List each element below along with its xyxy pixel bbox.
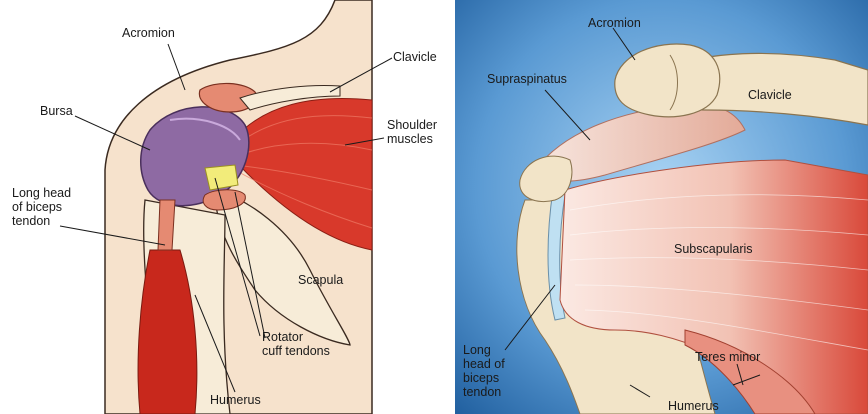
right-illustration (455, 0, 868, 414)
biceps-tendon-shape (158, 200, 175, 250)
label-long-head-biceps-right: Long head of biceps tendon (463, 343, 505, 399)
label-scapula-left: Scapula (298, 273, 343, 287)
rotator-cuff-shape (205, 165, 238, 190)
label-supraspinatus-right: Supraspinatus (487, 72, 567, 86)
right-diagram-panel: Acromion Supraspinatus Clavicle Subscapu… (455, 0, 868, 414)
label-long-head-biceps-left: Long head of biceps tendon (12, 186, 71, 228)
label-subscapularis-right: Subscapularis (674, 242, 753, 256)
label-acromion-left: Acromion (122, 26, 175, 40)
label-rotator-cuff-left: Rotator cuff tendons (262, 330, 330, 358)
label-bursa-left: Bursa (40, 104, 73, 118)
label-clavicle-right: Clavicle (748, 88, 792, 102)
label-teres-minor-right: Teres minor (695, 350, 760, 364)
label-humerus-left: Humerus (210, 393, 261, 407)
label-humerus-right: Humerus (668, 399, 719, 413)
left-diagram-panel: Acromion Clavicle Bursa Shoulder muscles… (0, 0, 450, 414)
label-shoulder-muscles-left: Shoulder muscles (387, 118, 437, 146)
label-acromion-right: Acromion (588, 16, 641, 30)
label-clavicle-left: Clavicle (393, 50, 437, 64)
